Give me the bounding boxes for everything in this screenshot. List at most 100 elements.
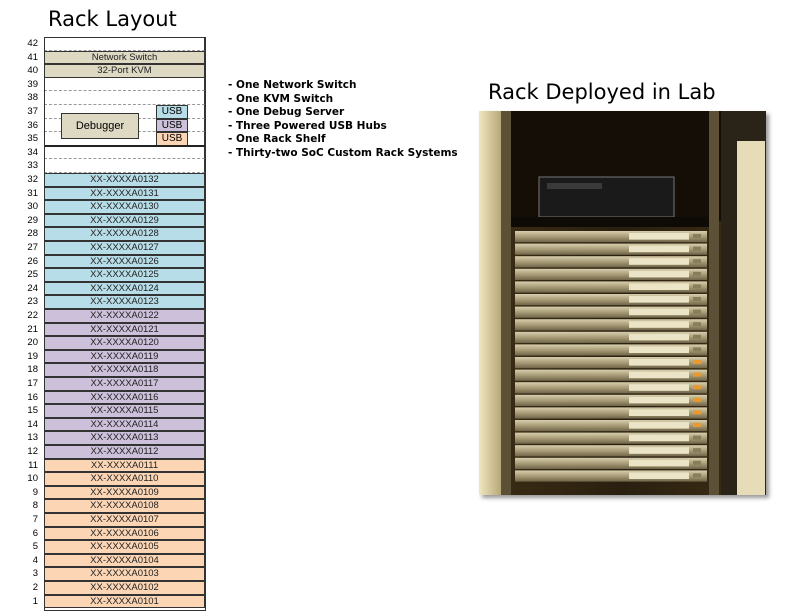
- rack-slot-empty: [44, 37, 205, 51]
- desktop-pc-drive: [547, 183, 602, 189]
- photo-server: [515, 294, 707, 306]
- photo-server-led: [693, 372, 701, 377]
- rack-slot-orange: XX-XXXXA0102: [44, 581, 205, 595]
- photo-server-led: [693, 322, 701, 327]
- photo-server: [515, 243, 707, 255]
- rack-unit-number: 38: [27, 92, 38, 104]
- rack-unit-number: 7: [32, 514, 38, 525]
- rack-slot-blue: XX-XXXXA0130: [44, 200, 205, 214]
- server-stack: [515, 231, 707, 482]
- photo-server-panel: [629, 233, 689, 240]
- photo-server: [515, 407, 707, 419]
- photo-server: [515, 470, 707, 482]
- photo-title: Rack Deployed in Lab: [488, 80, 716, 104]
- photo-server: [515, 281, 707, 293]
- rack-slot-blue: XX-XXXXA0126: [44, 254, 205, 269]
- rack-unit-number: 21: [27, 323, 38, 335]
- photo-server: [515, 457, 707, 469]
- rack-unit-number: 19: [27, 350, 38, 362]
- rack-slot-orange: XX-XXXXA0103: [44, 567, 205, 581]
- photo-server-led: [693, 271, 701, 276]
- rack-unit-number: 40: [27, 65, 38, 77]
- photo-server-led: [693, 473, 701, 478]
- photo-server: [515, 231, 707, 243]
- photo-server-panel: [629, 472, 689, 479]
- rack-slot-orange: XX-XXXXA0109: [44, 485, 205, 500]
- feature-item: - One Debug Server: [228, 106, 345, 119]
- rack-slot-purple: XX-XXXXA0122: [44, 309, 205, 323]
- photo-server-panel: [629, 409, 689, 416]
- photo-server-panel: [629, 346, 689, 353]
- photo-server-led: [693, 309, 701, 314]
- photo-server-led: [693, 397, 701, 402]
- rack-slot-purple: XX-XXXXA0113: [44, 431, 205, 445]
- rack-unit-number: 1: [32, 595, 38, 607]
- rack-slot-blue: XX-XXXXA0125: [44, 268, 205, 282]
- rack-unit-number: 39: [27, 78, 38, 90]
- photo-server-panel: [629, 321, 689, 328]
- photo-server: [515, 331, 707, 343]
- rack-slot-blue: XX-XXXXA0123: [44, 295, 205, 309]
- photo-server: [515, 420, 707, 432]
- rack-unit-number: 16: [27, 391, 38, 403]
- rack-unit-number: 26: [27, 255, 38, 267]
- photo-server: [515, 306, 707, 318]
- rack-unit-number: 10: [27, 473, 38, 485]
- rack-slot-empty: [44, 77, 205, 92]
- rack-slot-empty: [44, 91, 205, 105]
- rack-photo: [479, 111, 766, 495]
- rack-unit-number: 41: [27, 51, 38, 63]
- rack-unit-number: 33: [27, 160, 38, 172]
- rack-slot-blue: XX-XXXXA0127: [44, 241, 205, 255]
- photo-server: [515, 357, 707, 369]
- rack-slot-purple: XX-XXXXA0114: [44, 417, 205, 432]
- rack-unit-number: 42: [27, 38, 38, 49]
- photo-server-panel: [629, 333, 689, 341]
- rack-unit-number: 37: [27, 106, 38, 117]
- rack-slot-blue: XX-XXXXA0128: [44, 227, 205, 241]
- left-frame: [479, 111, 501, 495]
- desktop-pc: [538, 176, 675, 218]
- usb-hub: USB: [156, 118, 188, 133]
- rack-slot-switch: Network Switch: [44, 50, 205, 65]
- rack-unit-number: 24: [27, 282, 38, 294]
- rack-unit-number: 9: [32, 486, 38, 498]
- rack-slot-purple: XX-XXXXA0112: [44, 445, 205, 459]
- rack-slot-kvm: 32-Port KVM: [44, 64, 205, 78]
- photo-server-panel: [629, 434, 689, 442]
- rack-unit-number: 3: [32, 568, 38, 580]
- rack-unit-number: 12: [27, 446, 38, 457]
- rack-unit-number: 31: [27, 187, 38, 199]
- rack-unit-number: 17: [27, 378, 38, 389]
- photo-server: [515, 344, 707, 356]
- rack-unit-number: 34: [27, 146, 38, 158]
- rack-unit-number: 14: [27, 418, 38, 430]
- rack-slot-orange: XX-XXXXA0106: [44, 526, 205, 541]
- photo-server: [515, 382, 707, 394]
- photo-server-panel: [629, 258, 689, 265]
- photo-server-panel: [629, 447, 689, 454]
- feature-item: - Thirty-two SoC Custom Rack Systems: [228, 146, 458, 159]
- rack-slot-purple: XX-XXXXA0116: [44, 390, 205, 405]
- rack-slot-empty: [44, 145, 205, 160]
- right-rail: [709, 111, 719, 495]
- rack-slot-orange: XX-XXXXA0105: [44, 540, 205, 554]
- feature-list: - One Network Switch - One KVM Switch - …: [228, 79, 458, 161]
- photo-server: [515, 268, 707, 280]
- rack-unit-number: 13: [27, 432, 38, 444]
- photo-server-panel: [629, 270, 689, 278]
- photo-server-panel: [629, 245, 689, 253]
- rack-slot-empty: [44, 159, 205, 173]
- rack-slot-purple: XX-XXXXA0117: [44, 377, 205, 391]
- left-rail: [501, 111, 511, 495]
- photo-server-led: [693, 360, 701, 364]
- rack-unit-number: 15: [27, 405, 38, 417]
- photo-server-led: [693, 410, 701, 415]
- rack-slot-orange: XX-XXXXA0104: [44, 553, 205, 568]
- photo-server-led: [693, 385, 701, 390]
- rack-unit-number: 5: [32, 541, 38, 553]
- rack-unit-number: 20: [27, 337, 38, 349]
- photo-server-led: [693, 435, 701, 440]
- rack-unit-number: 32: [27, 174, 38, 185]
